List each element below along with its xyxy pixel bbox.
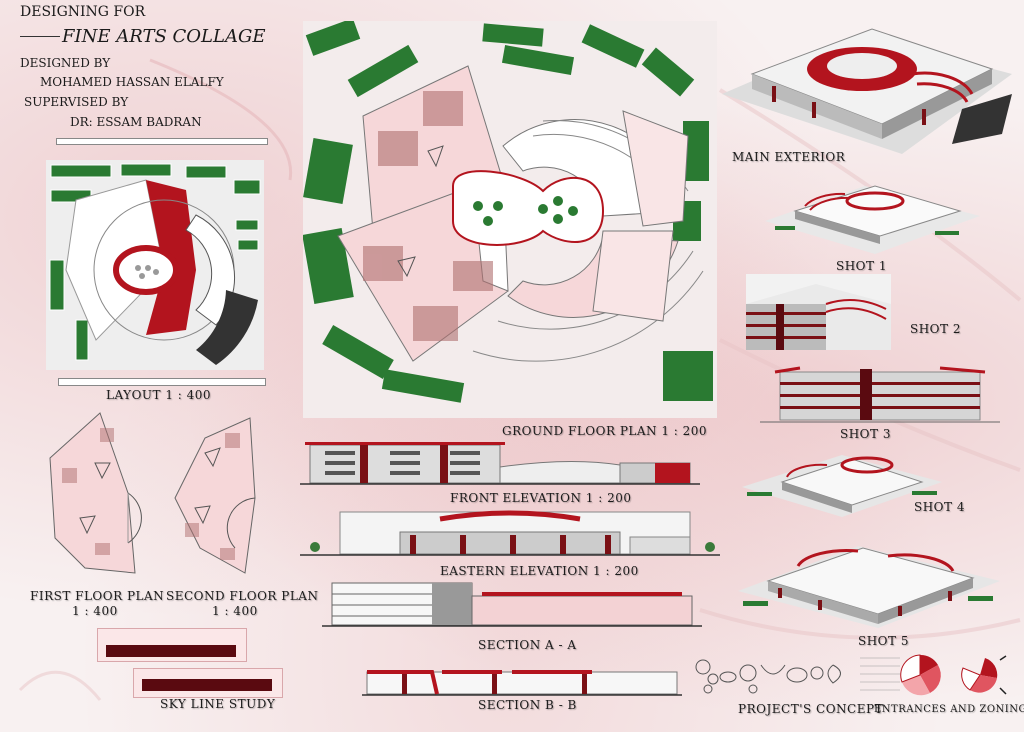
shot-3-label: SHOT 3 [840,427,891,441]
skyline-study-2 [133,668,283,698]
layout-scale-bar [58,378,266,386]
eastern-elevation-label: EASTERN ELEVATION 1 : 200 [440,564,639,578]
main-exterior-label: MAIN EXTERIOR [732,150,846,164]
project-title: FINE ARTS COLLAGE [62,26,266,47]
section-aa [322,578,702,630]
title-line-1: DESIGNING FOR [20,4,146,20]
second-floor-plan [165,408,275,580]
zoning-diagram [860,650,1010,700]
entrances-label: ENTRANCES AND ZONING [874,704,1024,715]
skyline-study-1 [97,628,247,662]
section-aa-label: SECTION A - A [478,638,577,652]
supervisor-name: DR: ESSAM BADRAN [70,115,202,129]
section-bb [362,664,682,698]
ground-floor-plan [303,21,717,418]
shot-2-label: SHOT 2 [910,322,961,336]
skyline-label: SKY LINE STUDY [160,697,276,711]
designed-by-label: DESIGNED BY [20,56,111,70]
second-floor-label: SECOND FLOOR PLAN [166,589,319,603]
front-elevation [300,437,700,487]
first-floor-plan [40,408,150,580]
eastern-elevation [300,507,720,559]
shot-4-label: SHOT 4 [914,500,965,514]
title-rule [20,36,60,37]
shot-4-view [742,447,942,517]
scale-bar [56,138,268,145]
front-elevation-label: FRONT ELEVATION 1 : 200 [450,491,632,505]
second-floor-scale: 1 : 400 [212,604,258,618]
shot-1-view [765,176,980,254]
first-floor-label: FIRST FLOOR PLAN [30,589,165,603]
shot-5-view [738,536,1000,628]
concept-diagram [693,653,858,697]
section-bb-label: SECTION B - B [478,698,577,712]
main-exterior-view [722,14,1012,156]
layout-plan [46,160,264,370]
ground-floor-label: GROUND FLOOR PLAN 1 : 200 [502,424,708,438]
shot-3-view [760,364,1000,426]
shot-5-label: SHOT 5 [858,634,909,648]
first-floor-scale: 1 : 400 [72,604,118,618]
shot-2-view [746,274,891,350]
designer-name: MOHAMED HASSAN ELALFY [40,75,224,89]
layout-label: LAYOUT 1 : 400 [106,388,212,402]
concept-label: PROJECT'S CONCEPT [738,702,884,716]
shot-1-label: SHOT 1 [836,259,887,273]
supervised-by-label: SUPERVISED BY [24,95,129,109]
